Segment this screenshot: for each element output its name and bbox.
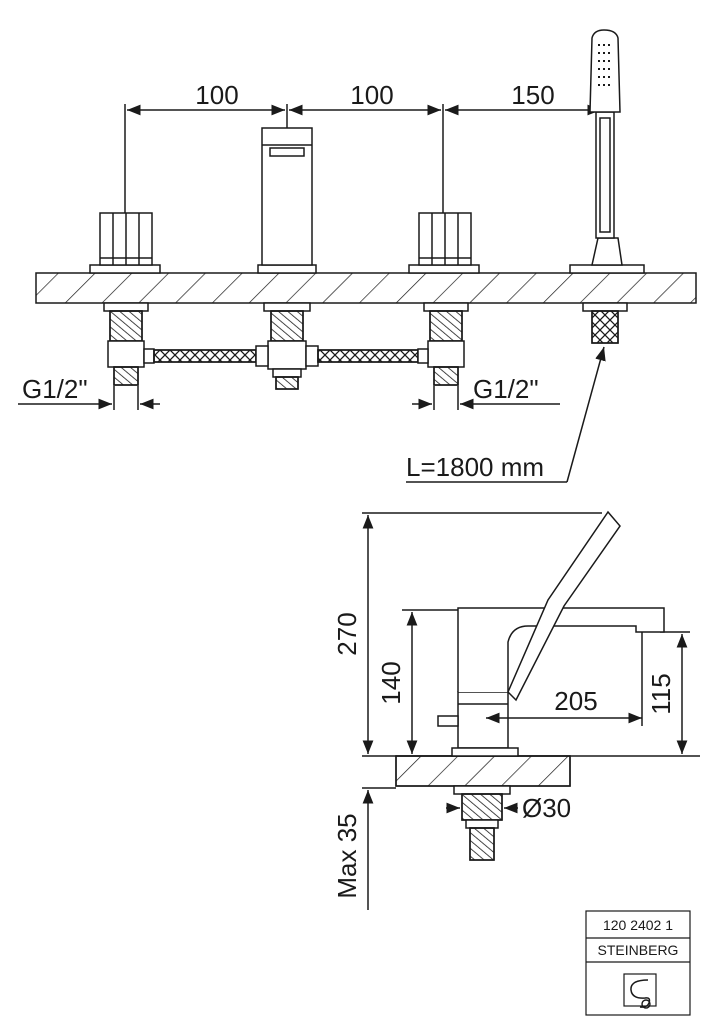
deck-plate [35, 272, 697, 304]
dimension-115: 115 [646, 673, 676, 714]
thread-size-right: G1/2" [473, 374, 539, 404]
right-valve-fitting [423, 302, 469, 386]
braided-hose-left [143, 345, 269, 367]
thread-size-left: G1/2" [22, 374, 88, 404]
front-elevation [18, 29, 697, 483]
title-block [585, 910, 691, 1016]
dimension-205: 205 [554, 686, 597, 716]
lever-handle-side [507, 510, 621, 702]
side-elevation [362, 510, 700, 910]
dimension-140: 140 [376, 661, 406, 704]
article-number: 120 2402 1 [603, 917, 673, 933]
shower-head-nozzles [598, 44, 610, 86]
spout-body-side [457, 691, 509, 749]
dimension-diameter-30: Ø30 [522, 793, 571, 823]
center-mixer-fitting [263, 302, 311, 390]
hand-shower [569, 29, 645, 274]
dimension-max-35: Max 35 [332, 813, 362, 898]
spout-body-front [257, 127, 317, 274]
braided-hose-right [305, 345, 429, 367]
left-handle [89, 212, 161, 274]
deck-plate-side [395, 755, 571, 787]
right-handle [408, 212, 480, 274]
spout-side [457, 607, 665, 692]
brand-name: STEINBERG [598, 942, 679, 958]
dimension-150: 150 [511, 80, 554, 110]
left-valve-fitting [103, 302, 149, 386]
shower-hose-fitting [582, 302, 628, 344]
hose-length-label: L=1800 mm [406, 452, 544, 482]
dimension-100-right: 100 [350, 80, 393, 110]
dimension-270: 270 [332, 612, 362, 655]
brand-logo-icon [623, 973, 657, 1009]
dimension-100-left: 100 [195, 80, 238, 110]
